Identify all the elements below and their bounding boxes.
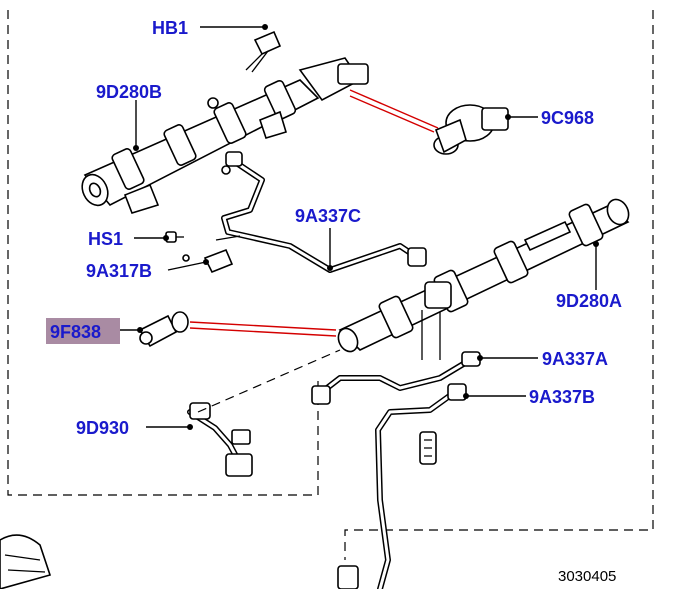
fuel-pipe-9a337a	[315, 351, 481, 398]
sensor-label-highlight	[46, 318, 120, 344]
fuel-pipe-9a337c	[221, 151, 427, 273]
callout-9a337b: 9A337B	[529, 387, 595, 407]
callout-9d930: 9D930	[76, 418, 129, 438]
callout-hs1: HS1	[88, 229, 123, 249]
reference-number: 3030405	[558, 568, 616, 585]
bolt-hb1	[245, 30, 282, 73]
bracket-9a317b	[182, 235, 241, 274]
callout-9d280a: 9D280A	[556, 291, 622, 311]
callout-leaders	[120, 24, 599, 430]
red-leaders	[189, 89, 439, 337]
pressure-valve	[433, 104, 509, 155]
callout-9d280b: 9D280B	[96, 82, 162, 102]
partial-component-bottom-center	[337, 565, 359, 589]
fuel-rail-lower	[337, 198, 630, 360]
callout-9c968: 9C968	[541, 108, 594, 128]
pressure-sensor	[138, 311, 189, 348]
callout-labels: HB1 9D280B 9C968 9A337C HS1 9A317B 9D280…	[50, 18, 622, 438]
callout-9a337c: 9A337C	[295, 206, 361, 226]
fuel-pipe-9a337b	[311, 383, 467, 589]
callout-hb1: HB1	[152, 18, 188, 38]
callout-9a317b: 9A317B	[86, 261, 152, 281]
assembly-lines	[197, 349, 341, 413]
wiring-harness	[187, 402, 253, 477]
spare-clip	[419, 431, 437, 465]
fuel-rail-upper	[81, 57, 369, 214]
partial-component-bottom-left	[0, 534, 52, 589]
callout-9a337a: 9A337A	[542, 349, 608, 369]
callout-9f838: 9F838	[50, 322, 101, 342]
